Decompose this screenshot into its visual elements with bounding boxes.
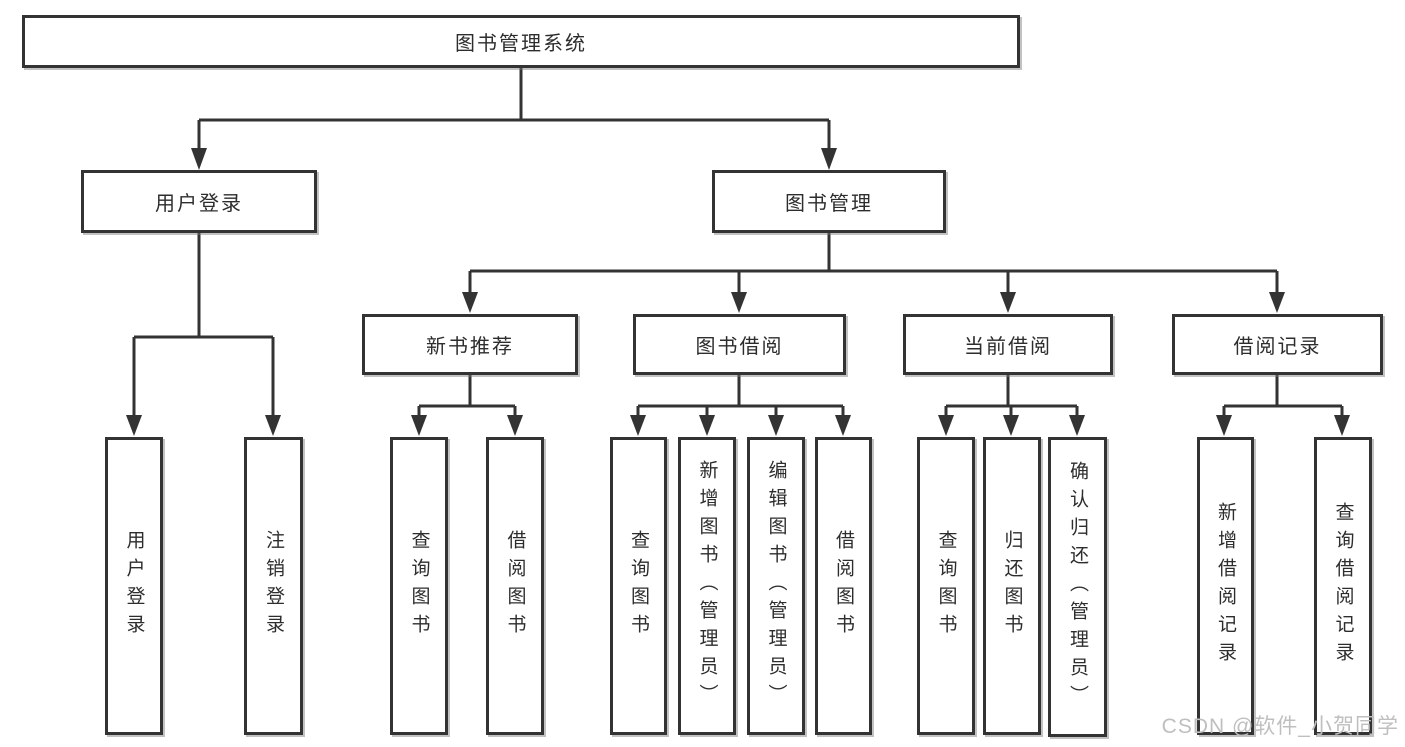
leaf-confirm-return-admin: 确认归还（管理员） xyxy=(1048,437,1107,737)
leaf-label: 编辑图书（管理员） xyxy=(765,460,787,712)
leaf-label: 查询借阅记录 xyxy=(1332,502,1354,670)
leaf-add-books-admin: 新增图书（管理员） xyxy=(678,437,736,735)
node-label: 用户登录 xyxy=(155,193,243,215)
node-borrow-records: 借阅记录 xyxy=(1172,314,1383,375)
leaf-label: 查询图书 xyxy=(628,530,649,642)
leaf-label: 借阅图书 xyxy=(833,530,854,642)
leaf-borrow-books: 借阅图书 xyxy=(815,437,872,735)
leaf-label: 确认归还（管理员） xyxy=(1067,461,1088,713)
leaf-query-books-current: 查询图书 xyxy=(917,437,975,735)
node-label: 图书借阅 xyxy=(695,336,784,358)
node-label: 图书管理系统 xyxy=(455,33,587,55)
arrowheads xyxy=(126,148,1350,436)
leaf-add-borrow-record: 新增借阅记录 xyxy=(1197,437,1254,735)
leaf-return-books: 归还图书 xyxy=(983,437,1041,735)
node-library-management-system: 图书管理系统 xyxy=(22,15,1020,68)
node-book-management: 图书管理 xyxy=(712,170,946,233)
leaf-label: 新增借阅记录 xyxy=(1215,502,1236,670)
node-book-borrowing: 图书借阅 xyxy=(633,314,846,375)
node-label: 图书管理 xyxy=(785,193,873,215)
leaf-label: 借阅图书 xyxy=(504,530,526,642)
leaf-label: 用户登录 xyxy=(123,530,145,642)
leaf-query-books-borrow: 查询图书 xyxy=(610,437,667,735)
leaf-label: 查询图书 xyxy=(935,530,957,642)
node-label: 当前借阅 xyxy=(964,336,1052,358)
node-user-login: 用户登录 xyxy=(81,170,317,233)
leaf-borrow-books-recommend: 借阅图书 xyxy=(486,437,544,735)
leaf-label: 注销登录 xyxy=(263,530,284,642)
leaf-label: 查询图书 xyxy=(408,530,430,642)
node-label: 新书推荐 xyxy=(426,336,514,358)
node-current-borrowing: 当前借阅 xyxy=(903,314,1113,375)
leaf-logout: 注销登录 xyxy=(244,437,303,735)
leaf-user-login: 用户登录 xyxy=(105,437,163,735)
csdn-watermark: CSDN @软件_小贺同学 xyxy=(1161,715,1399,738)
node-new-book-recommend: 新书推荐 xyxy=(362,314,578,375)
leaf-query-books-recommend: 查询图书 xyxy=(390,437,448,735)
leaf-query-borrow-record: 查询借阅记录 xyxy=(1314,437,1372,735)
node-label: 借阅记录 xyxy=(1233,336,1322,358)
leaf-label: 新增图书（管理员） xyxy=(696,460,718,712)
leaf-edit-books-admin: 编辑图书（管理员） xyxy=(747,437,805,735)
leaf-label: 归还图书 xyxy=(1001,530,1023,642)
